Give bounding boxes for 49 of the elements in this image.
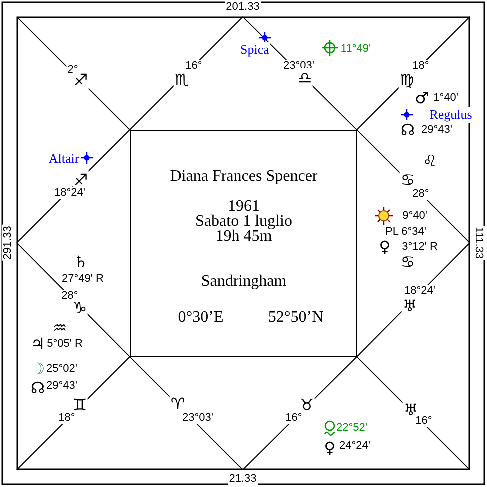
astrological-symbol: ♐ [72, 170, 90, 190]
degree-label: 18°24' [54, 187, 86, 199]
birth-date: Sabato 1 luglio [196, 214, 292, 230]
degree-label: 16° [184, 60, 204, 72]
degree-label: 21.33 [228, 473, 258, 485]
degree-label: 29°43' [46, 380, 78, 392]
astrological-symbol: ♍ [398, 70, 416, 90]
astrological-symbol: ♐ [72, 70, 90, 90]
degree-label: 9°40' [402, 210, 428, 222]
degree-label: 18° [412, 60, 430, 72]
astrological-symbol: ♀ [378, 238, 392, 256]
person-name: Diana Frances Spencer [170, 169, 318, 185]
birth-year: 1961 [228, 199, 260, 215]
astrological-symbol: ♈ [170, 394, 186, 414]
birth-place: Sandringham [201, 274, 287, 290]
degree-label: 25°02' [46, 363, 78, 375]
degree-label: 28° [60, 290, 80, 302]
chart-center-box [130, 130, 357, 357]
astrological-symbol: ♀ [323, 438, 337, 458]
degree-label: 201.33 [225, 1, 261, 13]
degree-label: 18°24' [404, 285, 436, 297]
degree-label: 29°43' [420, 124, 454, 136]
astrological-symbol: ♏ [174, 70, 190, 90]
astrological-symbol: ♅ [402, 296, 418, 316]
degree-label: 5°05' R [46, 338, 84, 350]
longitude: 0°30’E [178, 310, 224, 326]
degree-label: 23°03' [182, 412, 214, 424]
degree-label: 22°52' [336, 422, 368, 434]
degree-label: 27°49' R [61, 273, 105, 285]
degree-label: 16° [284, 412, 304, 424]
degree-label: 1°40' [432, 92, 460, 104]
degree-label: 111.33 [473, 226, 485, 260]
degree-label: 11°49' [340, 43, 372, 55]
degree-label: 291.33 [2, 225, 14, 261]
star-name: Spica [240, 42, 270, 58]
degree-label: 16° [414, 415, 434, 427]
star-name: Regulus [428, 107, 474, 123]
degree-label: 3°12' R [401, 241, 439, 253]
birth-time: 19h 45m [216, 229, 272, 245]
degree-label: 24°24' [338, 440, 372, 452]
degree-label: PL 6°34' [384, 226, 428, 238]
degree-label: 18° [58, 412, 76, 424]
astrological-symbol: ♑ [72, 298, 88, 318]
astrological-symbol: ♉ [298, 396, 316, 414]
degree-label: 28° [412, 188, 430, 200]
latitude: 52°50’N [268, 310, 324, 326]
astrological-symbol: ♊ [72, 396, 88, 414]
astrological-symbol: ♎ [296, 68, 314, 88]
astrological-symbol: ♋ [400, 170, 416, 190]
